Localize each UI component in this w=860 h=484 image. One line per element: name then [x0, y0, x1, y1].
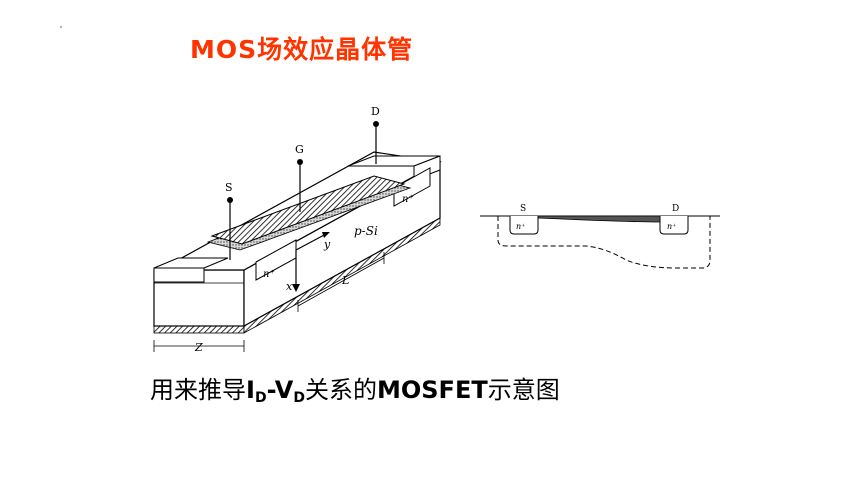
mosfet-cross-section: S D n⁺ n⁺ [480, 204, 720, 269]
side-label-n-plus-right: n⁺ [667, 222, 676, 231]
label-n-plus-right: n⁺ [402, 194, 414, 205]
label-length: L [341, 274, 349, 287]
drain-n-region [393, 167, 431, 207]
gate-electrode [210, 175, 406, 245]
side-label-source: S [520, 204, 526, 214]
side-label-drain: D [672, 204, 679, 214]
source-contact-front [153, 267, 205, 283]
label-axis-x: x [286, 280, 293, 293]
caption-mid: 关系的 [304, 376, 377, 404]
caption-v-sub: D [293, 390, 305, 406]
source-n-well [509, 216, 539, 235]
title-mos: MOS [190, 35, 258, 64]
mosfet-3d-diagram: S G D n⁺ n⁺ p-Si y x L Z [153, 105, 442, 354]
page-title: MOS场效应晶体管 [190, 30, 413, 66]
label-axis-y: y [323, 238, 331, 251]
label-gate: G [295, 143, 304, 156]
caption-dash: - [266, 376, 275, 404]
decorative-dot [60, 26, 62, 28]
label-substrate: p-Si [354, 224, 378, 238]
side-label-n-plus-left: n⁺ [516, 222, 525, 231]
bottom-contact-front [153, 325, 245, 334]
caption-v: V [274, 376, 294, 404]
label-width: Z [194, 341, 203, 354]
caption-i-sub: D [254, 390, 267, 406]
channel [537, 215, 661, 223]
label-source: S [225, 181, 233, 194]
caption-suffix: 示意图 [487, 376, 560, 404]
caption-mosfet: MOSFET [376, 376, 488, 404]
drain-n-well [659, 216, 689, 235]
label-n-plus-left: n⁺ [263, 269, 275, 280]
title-rest: 场效应晶体管 [257, 35, 414, 64]
figure-caption: 用来推导ID-VD关系的MOSFET示意图 [150, 370, 560, 406]
caption-prefix: 用来推导 [150, 376, 246, 404]
label-drain: D [371, 105, 380, 118]
caption-i: I [246, 376, 255, 404]
